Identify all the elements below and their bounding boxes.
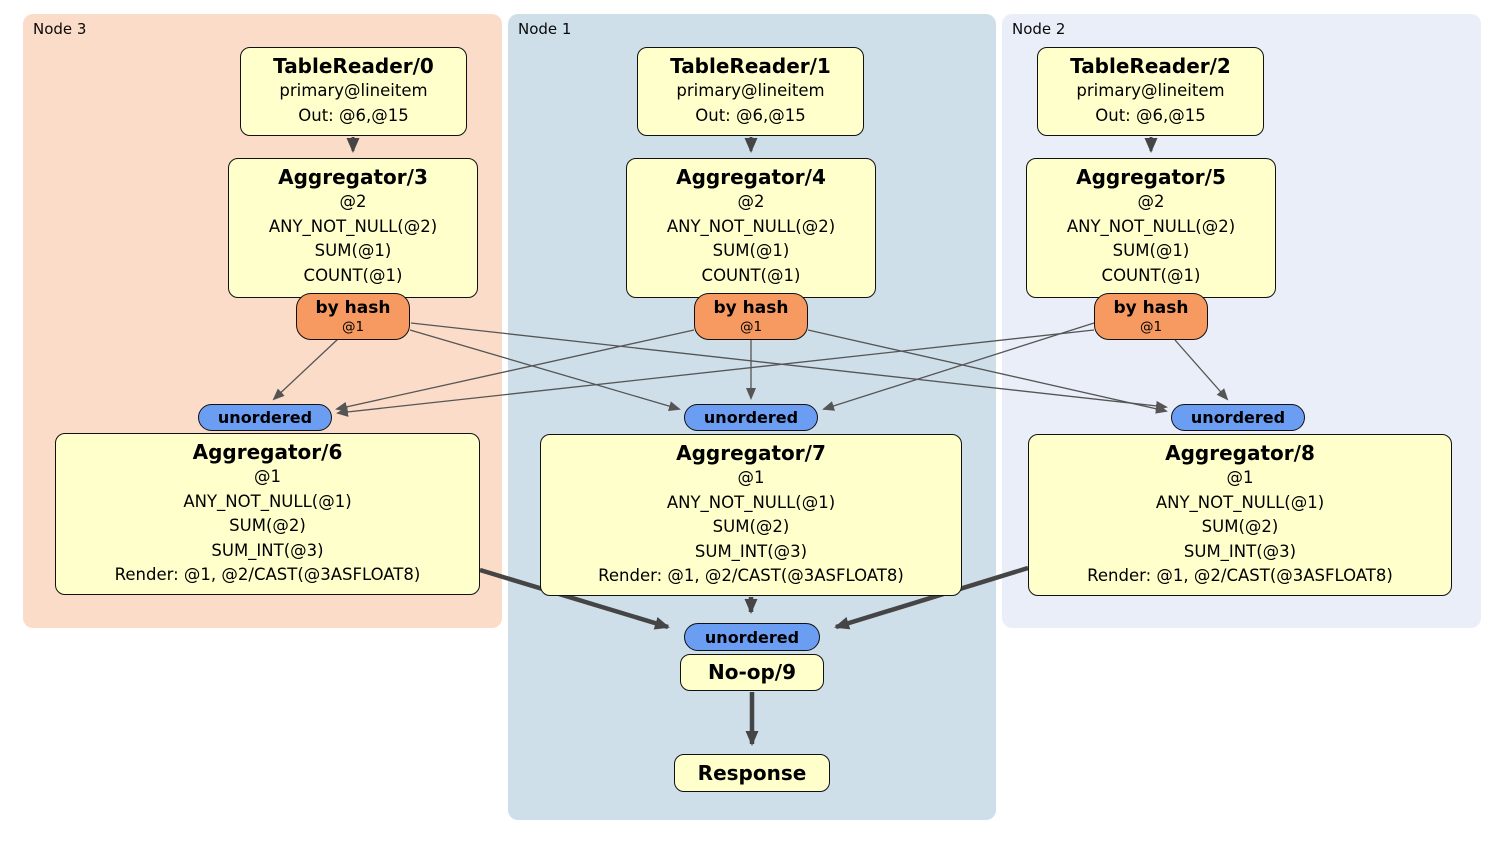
router-detail: @1 [739, 319, 763, 335]
processor-detail: ANY_NOT_NULL(@1) [666, 492, 836, 512]
processor-detail: SUM_INT(@3) [694, 541, 808, 561]
processor-title: Aggregator/4 [676, 165, 826, 189]
reader-to-aggregator-edges [346, 137, 1158, 153]
router-by-hash-5: by hash @1 [1094, 293, 1208, 340]
processor-aggregator-4: Aggregator/4 @2 ANY_NOT_NULL(@2) SUM(@1)… [626, 158, 876, 298]
stream-label: unordered [217, 408, 313, 427]
processor-detail: primary@lineitem [279, 81, 428, 100]
processor-title: TableReader/2 [1070, 54, 1231, 78]
processor-detail: SUM(@2) [229, 516, 306, 535]
processor-title: TableReader/1 [670, 54, 831, 78]
processor-detail: ANY_NOT_NULL(@2) [666, 216, 836, 236]
processor-tablereader-0: TableReader/0 primary@lineitem Out: @6,@… [240, 47, 467, 136]
edge-hash4-un6 [335, 329, 695, 412]
aggregator-to-noop-edges [479, 565, 1029, 746]
stream-label: unordered [1190, 408, 1286, 427]
router-by-hash-4: by hash @1 [694, 293, 808, 340]
processor-aggregator-6: Aggregator/6 @1 ANY_NOT_NULL(@1) SUM(@2)… [55, 433, 480, 595]
processor-detail: primary@lineitem [676, 81, 825, 100]
hash-to-unordered-edges [272, 322, 1229, 417]
processor-detail: SUM(@1) [314, 241, 392, 260]
processor-detail: @2 [737, 192, 765, 211]
edge-hash4-un8 [807, 329, 1168, 414]
stream-label: unordered [704, 627, 800, 647]
processor-detail: ANY_NOT_NULL(@1) [1155, 492, 1325, 512]
processor-title: Response [697, 760, 807, 785]
edge-hash5-un8 [1174, 339, 1229, 401]
edge-agg8-un9 [834, 565, 1029, 630]
processor-detail: Out: @6,@15 [298, 105, 409, 125]
processor-detail: @2 [339, 192, 367, 211]
stream-unordered-node3: unordered [198, 404, 332, 431]
router-detail: @1 [341, 319, 365, 335]
router-label: by hash [713, 298, 789, 318]
stream-label: unordered [703, 408, 799, 427]
processor-detail: @1 [254, 467, 281, 486]
router-by-hash-3: by hash @1 [296, 293, 410, 340]
processor-tablereader-1: TableReader/1 primary@lineitem Out: @6,@… [637, 47, 864, 136]
stream-unordered-node1: unordered [684, 404, 818, 431]
processor-detail: SUM_INT(@3) [1183, 541, 1297, 561]
processor-noop-9: No-op/9 [680, 654, 824, 691]
edge-hash3-un8 [410, 322, 1168, 411]
processor-detail: SUM_INT(@3) [211, 540, 324, 560]
processor-aggregator-3: Aggregator/3 @2 ANY_NOT_NULL(@2) SUM(@1)… [228, 158, 478, 298]
edge-agg6-un9 [479, 567, 670, 630]
processor-title: Aggregator/6 [192, 440, 343, 464]
processor-detail: @1 [1226, 468, 1254, 487]
node1-region-label: Node 1 [518, 20, 572, 38]
processor-detail: ANY_NOT_NULL(@2) [1066, 216, 1236, 236]
processor-detail: Render: @1, @2/CAST(@3ASFLOAT8) [1087, 566, 1393, 585]
router-label: by hash [315, 298, 391, 318]
processor-detail: COUNT(@1) [701, 265, 801, 285]
stream-unordered-final: unordered [684, 623, 820, 651]
node3-region-label: Node 3 [33, 20, 87, 38]
processor-detail: COUNT(@1) [1101, 265, 1201, 285]
processor-aggregator-5: Aggregator/5 @2 ANY_NOT_NULL(@2) SUM(@1)… [1026, 158, 1276, 298]
processor-tablereader-2: TableReader/2 primary@lineitem Out: @6,@… [1037, 47, 1264, 136]
edge-hash5-un6 [336, 329, 1095, 417]
processor-title: Aggregator/7 [676, 441, 826, 465]
processor-detail: Out: @6,@15 [1095, 105, 1206, 125]
processor-detail: SUM(@1) [712, 241, 790, 260]
processor-title: Aggregator/3 [278, 165, 428, 189]
processor-detail: ANY_NOT_NULL(@2) [268, 216, 438, 236]
processor-title: Aggregator/5 [1076, 165, 1226, 189]
node2-region-label: Node 2 [1012, 20, 1066, 38]
processor-detail: COUNT(@1) [303, 265, 403, 285]
processor-detail: SUM(@1) [1112, 241, 1190, 260]
processor-title: TableReader/0 [273, 54, 434, 78]
processor-title: No-op/9 [707, 660, 797, 684]
router-label: by hash [1113, 298, 1189, 318]
processor-detail: ANY_NOT_NULL(@1) [183, 491, 352, 511]
processor-detail: SUM(@2) [1201, 517, 1279, 536]
processor-detail: Render: @1, @2/CAST(@3ASFLOAT8) [598, 566, 904, 585]
processor-detail: @2 [1137, 192, 1165, 211]
processor-detail: SUM(@2) [712, 517, 790, 536]
processor-aggregator-7: Aggregator/7 @1 ANY_NOT_NULL(@1) SUM(@2)… [540, 434, 962, 596]
processor-detail: Render: @1, @2/CAST(@3ASFLOAT8) [114, 565, 421, 584]
edge-hash3-un7 [409, 329, 681, 411]
processor-title: Aggregator/8 [1165, 441, 1315, 465]
processor-aggregator-8: Aggregator/8 @1 ANY_NOT_NULL(@1) SUM(@2)… [1028, 434, 1452, 596]
processor-detail: primary@lineitem [1076, 81, 1225, 100]
stream-unordered-node2: unordered [1171, 404, 1305, 431]
router-detail: @1 [1139, 319, 1163, 335]
edge-hash5-un7 [822, 322, 1095, 411]
edge-hash3-un6 [272, 338, 339, 401]
processor-detail: Out: @6,@15 [695, 105, 806, 125]
processor-detail: @1 [737, 468, 765, 487]
response-box: Response [674, 754, 830, 792]
